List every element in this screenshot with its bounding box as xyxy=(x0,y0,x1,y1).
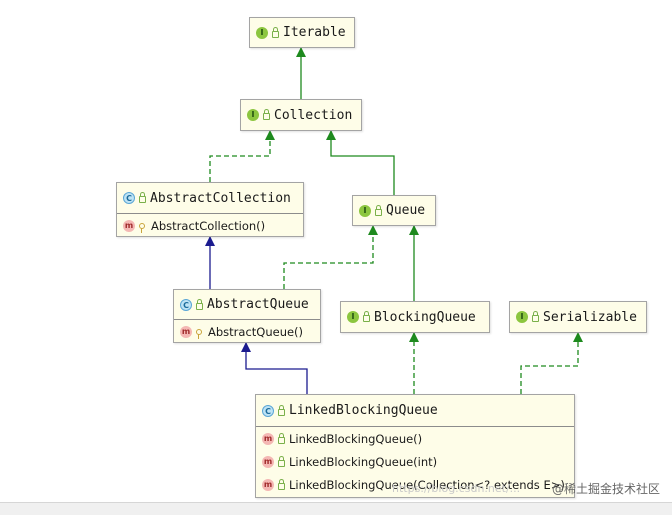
node-name: Serializable xyxy=(543,309,637,325)
member-name: AbstractQueue() xyxy=(208,324,304,339)
member-row[interactable]: m LinkedBlockingQueue(Collection<? exten… xyxy=(256,473,574,496)
node-header: C AbstractQueue xyxy=(174,290,320,319)
watermark: @稀土掘金技术社区 xyxy=(551,482,660,496)
method-icon: m xyxy=(262,432,274,445)
edge-linked-blocking-queue-to-serializable xyxy=(520,332,583,394)
public-lock-icon xyxy=(263,109,270,120)
edge-abstract-collection-to-collection xyxy=(209,130,275,182)
node-divider xyxy=(256,426,574,427)
node-name: Iterable xyxy=(283,25,346,40)
method-icon: m xyxy=(262,455,274,468)
window-bottom-bar xyxy=(0,502,672,515)
public-lock-icon xyxy=(278,478,285,490)
method-icon: m xyxy=(262,478,274,491)
public-lock-icon xyxy=(278,404,285,416)
node-abstract-queue[interactable]: C AbstractQueue m AbstractQueue() xyxy=(173,289,321,343)
method-icon: m xyxy=(180,325,192,338)
interface-icon: I xyxy=(256,26,268,39)
member-row[interactable]: m LinkedBlockingQueue() xyxy=(256,427,574,450)
edge-abstract-queue-to-queue xyxy=(283,225,378,289)
member-name: AbstractCollection() xyxy=(151,218,266,233)
edge-queue-to-collection xyxy=(326,130,395,195)
member-row[interactable]: m AbstractQueue() xyxy=(174,320,320,343)
node-header: I Iterable xyxy=(250,18,354,47)
class-icon: C xyxy=(123,192,135,204)
protected-key-icon xyxy=(196,328,202,339)
class-icon: C xyxy=(262,404,274,417)
member-row[interactable]: m AbstractCollection() xyxy=(117,214,303,237)
node-iterable[interactable]: I Iterable xyxy=(249,17,355,48)
node-serializable[interactable]: I Serializable xyxy=(509,301,647,333)
public-lock-icon xyxy=(278,455,285,467)
public-lock-icon xyxy=(363,311,370,322)
node-name: LinkedBlockingQueue xyxy=(289,403,438,418)
protected-key-icon xyxy=(139,222,145,233)
node-header: I Collection xyxy=(241,100,361,130)
node-name: Queue xyxy=(386,203,426,218)
member-name: LinkedBlockingQueue(int) xyxy=(289,454,438,469)
interface-icon: I xyxy=(359,204,371,217)
edge-linked-blocking-queue-to-abstract-queue xyxy=(241,342,308,394)
interface-icon: I xyxy=(516,311,528,323)
member-name: LinkedBlockingQueue() xyxy=(289,431,423,446)
watermark-url: https://blog.csdn.net/... xyxy=(392,482,521,495)
node-name: AbstractCollection xyxy=(150,190,291,206)
node-name: AbstractQueue xyxy=(207,297,309,312)
method-icon: m xyxy=(123,219,135,232)
node-divider xyxy=(117,213,303,214)
node-blocking-queue[interactable]: I BlockingQueue xyxy=(340,301,490,333)
member-row[interactable]: m LinkedBlockingQueue(int) xyxy=(256,450,574,473)
node-header: C AbstractCollection xyxy=(117,183,303,213)
member-name: LinkedBlockingQueue(Collection<? extends… xyxy=(289,477,565,492)
class-icon: C xyxy=(180,298,192,311)
node-collection[interactable]: I Collection xyxy=(240,99,362,131)
node-header: I Queue xyxy=(353,196,435,225)
public-lock-icon xyxy=(375,204,382,216)
node-name: Collection xyxy=(274,107,353,123)
node-name: BlockingQueue xyxy=(374,309,476,325)
node-queue[interactable]: I Queue xyxy=(352,195,436,226)
node-abstract-collection[interactable]: C AbstractCollection m AbstractCollectio… xyxy=(116,182,304,237)
node-header: I Serializable xyxy=(510,302,646,332)
public-lock-icon xyxy=(532,311,539,322)
public-lock-icon xyxy=(278,432,285,444)
node-header: I BlockingQueue xyxy=(341,302,489,332)
public-lock-icon xyxy=(272,26,279,38)
node-header: C LinkedBlockingQueue xyxy=(256,395,574,426)
public-lock-icon xyxy=(139,192,146,203)
interface-icon: I xyxy=(247,109,259,121)
node-linked-blocking-queue[interactable]: C LinkedBlockingQueue m LinkedBlockingQu… xyxy=(255,394,575,498)
public-lock-icon xyxy=(196,298,203,310)
node-divider xyxy=(174,319,320,320)
interface-icon: I xyxy=(347,311,359,323)
